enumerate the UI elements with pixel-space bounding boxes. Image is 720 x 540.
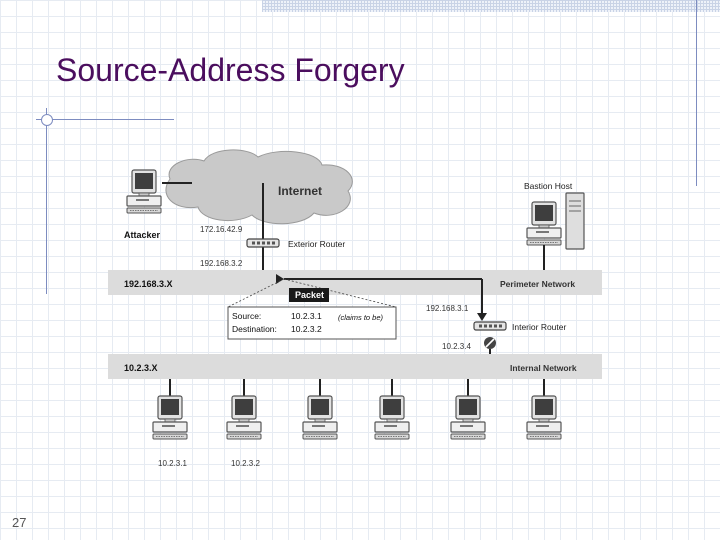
bastion-host-icon	[526, 201, 562, 246]
internal-hosts: 10.2.3.1 10.2.3.2	[152, 379, 562, 468]
internal-host	[374, 379, 410, 440]
host-computer-icon	[374, 395, 410, 440]
perimeter-subnet-label: 192.168.3.X	[124, 279, 173, 289]
internal-host	[302, 379, 338, 440]
internal-subnet-label: 10.2.3.X	[124, 363, 158, 373]
decorative-circle	[41, 114, 53, 126]
exterior-router-icon	[246, 238, 280, 248]
perimeter-network-band	[108, 270, 602, 295]
header-pattern-band	[262, 0, 720, 12]
packet-box	[227, 306, 397, 340]
path-arrow-icon	[276, 274, 284, 284]
internal-network-label: Internal Network	[510, 363, 577, 373]
decorative-horizontal-line	[36, 119, 174, 120]
bastion-tower-icon	[565, 192, 585, 250]
slide-number: 27	[12, 515, 27, 530]
host-computer-icon	[152, 395, 188, 440]
packet-destination-label: Destination:	[232, 324, 277, 334]
exterior-router-ip: 192.168.3.2	[200, 259, 243, 268]
host-ip: 10.2.3.2	[231, 459, 260, 468]
path-arrow-down-icon	[477, 313, 487, 321]
slide-title: Source-Address Forgery	[56, 52, 405, 88]
packet-tag	[289, 288, 329, 302]
interior-router-ip-bottom: 10.2.3.4	[442, 342, 471, 351]
packet-title: Packet	[295, 290, 324, 300]
decorative-right-line	[696, 0, 697, 186]
host-computer-icon	[450, 395, 486, 440]
decorative-vertical-line	[46, 108, 47, 294]
packet-destination-value: 10.2.3.2	[291, 324, 322, 334]
internet-label: Internet	[278, 184, 322, 198]
packet-claim-note: (claims to be)	[338, 313, 384, 322]
host-computer-icon	[302, 395, 338, 440]
host-computer-icon	[226, 395, 262, 440]
attacker-computer-icon	[126, 169, 162, 214]
internal-host: 10.2.3.1	[152, 379, 188, 468]
attacker-ip: 172.16.42.9	[200, 225, 243, 234]
host-ip: 10.2.3.1	[158, 459, 187, 468]
interior-router-label: Interior Router	[512, 322, 566, 332]
interior-router-icon	[473, 321, 507, 331]
network-diagram: Internet Attacker 172.16.42.9 Exterior R…	[108, 143, 608, 478]
packet-source-label: Source:	[232, 311, 261, 321]
perimeter-network-label: Perimeter Network	[500, 279, 575, 289]
internal-network-band	[108, 354, 602, 379]
internet-cloud-icon	[165, 149, 353, 225]
internal-host	[450, 379, 486, 440]
host-computer-icon	[526, 395, 562, 440]
attacker-label: Attacker	[124, 230, 161, 240]
internal-host: 10.2.3.2	[226, 379, 262, 468]
internal-host	[526, 379, 562, 440]
bastion-host-label: Bastion Host	[524, 181, 573, 191]
interior-router-ip-top: 192.168.3.1	[426, 304, 469, 313]
packet-source-value: 10.2.3.1	[291, 311, 322, 321]
exterior-router-label: Exterior Router	[288, 239, 345, 249]
